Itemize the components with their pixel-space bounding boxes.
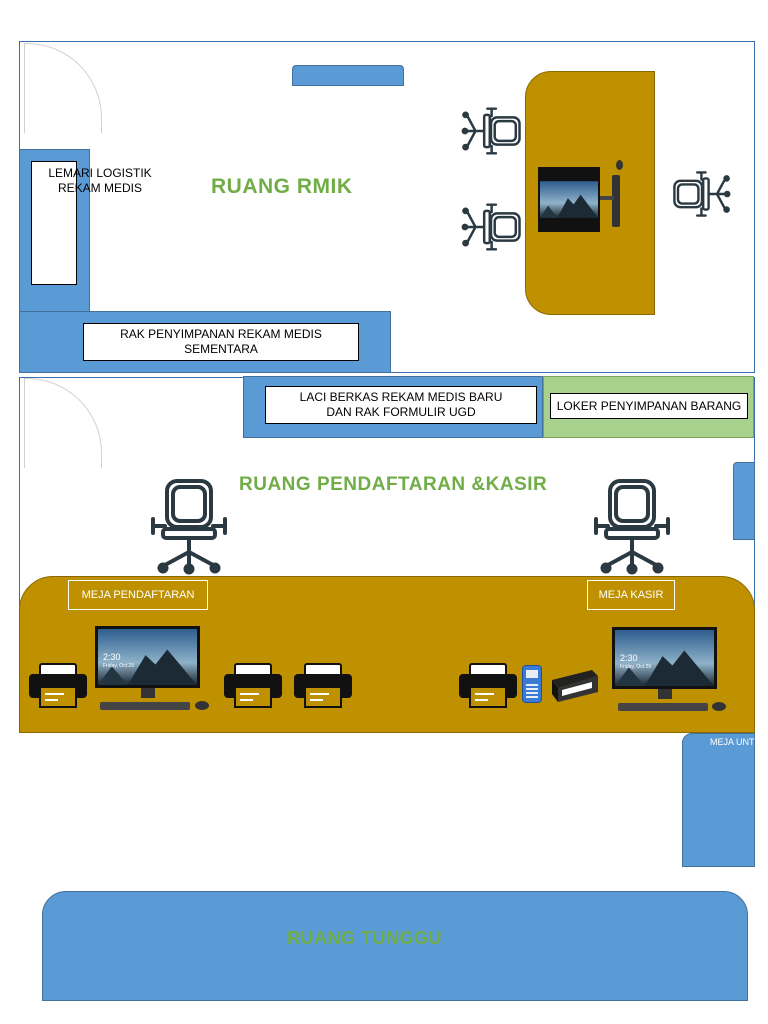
rak-label-line2: SEMENTARA: [184, 342, 258, 356]
meja-pendaftaran-label: MEJA PENDAFTARAN: [68, 580, 208, 610]
ruang-tunggu-title: RUANG TUNGGU: [287, 928, 442, 948]
printer-icon: [223, 663, 283, 708]
monitor-stand-icon: [658, 689, 672, 699]
pendaftaran-door-leaf: [24, 378, 25, 468]
right-wall-panel: [733, 462, 755, 540]
card-terminal-icon: [522, 665, 542, 703]
pendaftaran-title: RUANG PENDAFTARAN &KASIR: [239, 474, 548, 495]
clock-time: 2:30: [103, 652, 121, 662]
side-table-label-clip: MEJA UNT: [682, 737, 755, 751]
cash-register-icon: [552, 670, 598, 702]
top-small-rack: [292, 65, 404, 86]
laci-berkas-label: LACI BERKAS REKAM MEDIS BARU DAN RAK FOR…: [265, 386, 537, 424]
laci-label-line2: DAN RAK FORMULIR UGD: [326, 405, 476, 419]
keyboard-icon: [612, 175, 620, 227]
printer-icon: [458, 663, 518, 708]
loker-label: LOKER PENYIMPANAN BARANG: [550, 393, 748, 419]
lemari-label: LEMARI LOGISTIK REKAM MEDIS: [40, 166, 160, 196]
side-table-label: MEJA UNT: [710, 737, 755, 747]
printer-icon: [28, 663, 88, 708]
clock-date: Friday, Oct 29: [103, 663, 135, 669]
laci-label-line1: LACI BERKAS REKAM MEDIS BARU: [299, 390, 503, 404]
keyboard-icon: [100, 702, 190, 710]
rak-penyimpanan-label: RAK PENYIMPANAN REKAM MEDIS SEMENTARA: [83, 323, 359, 361]
office-chair-icon: [580, 477, 684, 577]
office-chair-icon: [672, 154, 732, 234]
printer-icon: [293, 663, 353, 708]
monitor-stand-icon: [141, 688, 155, 698]
keyboard-icon: [618, 703, 708, 711]
card-terminal-keys: [526, 682, 538, 698]
rmik-door-leaf: [24, 43, 25, 133]
mouse-icon: [195, 701, 209, 710]
lemari-inner-box: [31, 161, 77, 285]
monitor-stand-icon: [600, 196, 614, 200]
mouse-icon: [712, 702, 726, 711]
meja-kasir-label: MEJA KASIR: [587, 580, 675, 610]
desktop-computer-icon: 2:30 Friday, Oct 29: [612, 627, 717, 689]
desktop-computer-icon: 2:30 Friday, Oct 29: [95, 626, 200, 688]
lemari-label-line1: LEMARI LOGISTIK: [48, 166, 152, 180]
rak-label-line1: RAK PENYIMPANAN REKAM MEDIS: [120, 327, 322, 341]
ruang-tunggu: [42, 891, 748, 1001]
office-chair-icon: [460, 98, 522, 164]
desktop-computer-icon: [538, 167, 600, 232]
card-terminal-screen: [526, 670, 538, 678]
clock-time: 2:30: [620, 653, 638, 663]
mouse-icon: [616, 160, 623, 170]
side-table: [682, 733, 755, 867]
rmik-title: RUANG RMIK: [211, 175, 353, 198]
clock-date: Friday, Oct 29: [620, 664, 652, 670]
lemari-label-line2: REKAM MEDIS: [57, 181, 142, 195]
office-chair-icon: [460, 194, 522, 260]
office-chair-icon: [137, 477, 241, 577]
